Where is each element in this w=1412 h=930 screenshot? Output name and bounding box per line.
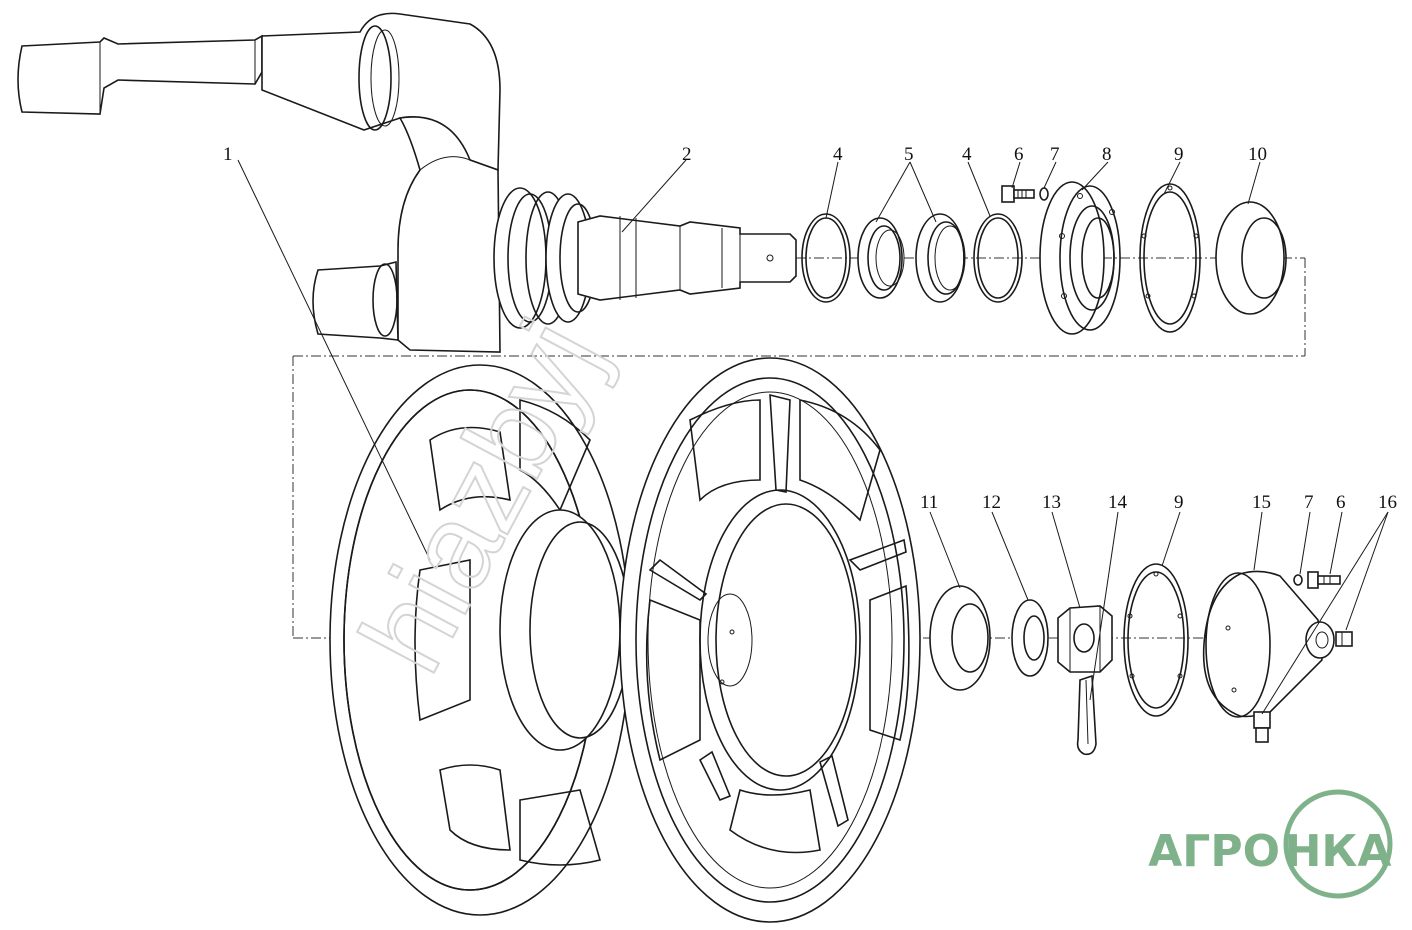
callout-16: 16: [1378, 492, 1397, 513]
agronka-logo: АГРО НКА: [1148, 789, 1393, 899]
callout-9-lower: 9: [1174, 492, 1184, 513]
logo-right-text: НКА: [1285, 826, 1392, 877]
part-1-steering-knuckle: [17, 12, 797, 353]
part-12-washer: [1011, 599, 1049, 677]
part-7-6-16-hardware-lower: [1293, 571, 1353, 647]
part-5-bearing-cups: [857, 213, 966, 303]
callout-1: 1: [223, 144, 233, 165]
callout-4-right: 4: [962, 144, 972, 165]
callout-13: 13: [1042, 492, 1061, 513]
callout-4-left: 4: [833, 144, 843, 165]
callout-15: 15: [1252, 492, 1271, 513]
part-9-gasket-lower: [1123, 563, 1189, 717]
part-13-castle-nut: [1057, 605, 1113, 673]
callout-6-upper: 6: [1014, 144, 1024, 165]
wheel-disk-back: [329, 364, 631, 916]
callout-9-upper: 9: [1174, 144, 1184, 165]
callout-2: 2: [682, 144, 692, 165]
callout-14: 14: [1108, 492, 1128, 513]
callout-7-lower: 7: [1304, 492, 1314, 513]
callout-10: 10: [1248, 144, 1267, 165]
logo-left-text: АГРО: [1148, 826, 1280, 877]
part-4-seal-ring-right: [973, 213, 1023, 303]
callout-6-lower: 6: [1336, 492, 1346, 513]
callout-11: 11: [920, 492, 938, 513]
callout-8: 8: [1102, 144, 1112, 165]
part-10-seal: [1215, 201, 1287, 315]
part-9-gasket-upper: [1139, 183, 1201, 333]
leader-lines: [237, 159, 1389, 715]
part-11-bearing: [929, 585, 991, 691]
logo-circle-icon: [1283, 789, 1393, 899]
part-15-hub-cap: [1202, 570, 1335, 743]
part-6-7-bolt-washer-upper: [1001, 185, 1049, 203]
part-8-bearing-housing: [1039, 181, 1121, 335]
callout-7-upper: 7: [1050, 144, 1060, 165]
assembly-axis-lines: [292, 257, 1335, 639]
callout-5: 5: [904, 144, 914, 165]
wheel-disk-front: [619, 357, 921, 923]
part-14-cotter-pin: [1076, 674, 1097, 756]
callout-12: 12: [982, 492, 1001, 513]
callout-labels: 1 2 4 5 4 6 7 8 9 10 11 12 13 14 9 15 7 …: [223, 144, 1397, 513]
